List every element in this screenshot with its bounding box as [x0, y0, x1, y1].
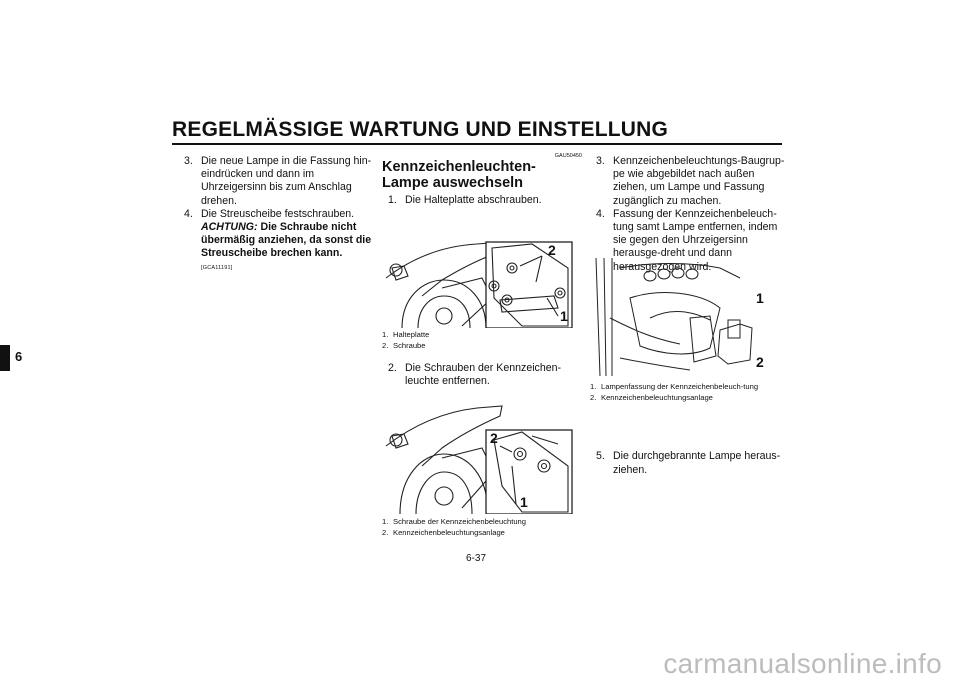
warning-label: ACHTUNG:	[201, 221, 258, 234]
step-number: 1.	[388, 194, 397, 206]
caption-line: 2. Kennzeichenbeleuchtungsanlage	[382, 528, 592, 539]
license-lamp-illustration	[595, 258, 753, 376]
caption-number: 1.	[382, 330, 389, 339]
figure-1-captions: 1. Halteplatte 2. Schraube	[382, 330, 582, 351]
step-text: Die durchgebrannte Lampe heraus-ziehen.	[613, 450, 781, 476]
caption-number: 2.	[382, 527, 389, 537]
caption-number: 1.	[382, 517, 389, 526]
caption-line: 1. Schraube der Kennzeichenbeleuchtung	[382, 517, 592, 528]
step-number: 4.	[596, 207, 605, 220]
page-header-title: REGELMÄSSIGE WARTUNG UND EINSTELLUNG	[172, 118, 669, 141]
figure-callout-1: 1	[520, 494, 528, 510]
figure-halteplatte: 2 1	[382, 238, 574, 328]
step-number: 4.	[184, 207, 193, 220]
figure-callout-2: 2	[490, 430, 498, 446]
step-number: 3.	[596, 155, 605, 167]
caption-line: 2. Kennzeichenbeleuchtungsanlage	[590, 393, 786, 404]
figure-callout-2: 2	[756, 354, 764, 370]
column-2: GAU50450 Kennzeichenleuchten-Lampe auswe…	[382, 153, 582, 207]
caption-text: Schraube	[393, 340, 426, 350]
step-4: 4. Fassung der Kennzeichenbeleuch-tung s…	[596, 208, 786, 274]
step-text: Die neue Lampe in die Fassung hin-eindrü…	[201, 155, 372, 207]
caption-text: Kennzeichenbeleuchtungsanlage	[601, 392, 713, 402]
watermark: carmanualsonline.info	[663, 648, 942, 679]
figure-callout-2: 2	[548, 242, 556, 258]
chapter-number: 6	[15, 349, 23, 364]
header-rule	[172, 143, 782, 145]
caption-number: 2.	[590, 392, 597, 402]
caption-line: 1. Halteplatte	[382, 330, 582, 341]
step-3: 3. Die neue Lampe in die Fassung hin-ein…	[184, 155, 372, 208]
step-number: 5.	[596, 450, 605, 463]
step-number: 3.	[184, 155, 193, 167]
figure-schrauben: 2 1	[382, 396, 574, 514]
caption-number: 1.	[590, 382, 597, 391]
step-text: Die Schrauben der Kennzeichen-leuchte en…	[405, 362, 562, 388]
step-text: Kennzeichenbeleuchtungs-Baugrup-pe wie a…	[613, 155, 785, 207]
caption-text: Kennzeichenbeleuchtungsanlage	[393, 527, 505, 537]
figure-2-captions: 1. Schraube der Kennzeichenbeleuchtung 2.…	[382, 517, 592, 538]
caption-line: 2. Schraube	[382, 341, 582, 352]
figure-3-captions: 1. Lampenfassung der Kennzeichenbeleuch-t…	[590, 382, 786, 403]
chapter-tab	[0, 345, 10, 371]
step-text: Fassung der Kennzeichenbeleuch-tung samt…	[613, 207, 778, 273]
figure-callout-1: 1	[756, 290, 764, 306]
section-title: Kennzeichenleuchten-Lampe auswechseln	[382, 159, 536, 191]
caption-number: 2.	[382, 340, 389, 350]
step-2: 2. Die Schrauben der Kennzeichen-leuchte…	[388, 362, 593, 388]
figure-lampenfassung: 1 2	[590, 258, 786, 376]
step-3: 3. Kennzeichenbeleuchtungs-Baugrup-pe wi…	[596, 155, 786, 208]
caption-text: Halteplatte	[393, 330, 430, 339]
page-number: 6-37	[466, 553, 487, 564]
column-1: 3. Die neue Lampe in die Fassung hin-ein…	[184, 155, 372, 275]
caption-text: Lampenfassung der Kennzeichenbeleuch-tun…	[601, 382, 759, 391]
step-text: Die Halteplatte abschrauben.	[405, 194, 542, 206]
motorcycle-rear-illustration	[385, 241, 573, 328]
section-code: GAU50450	[554, 153, 582, 159]
caption-text: Schraube der Kennzeichenbeleuchtung	[393, 517, 526, 526]
warning-text: Die Schraube nicht übermäßig anziehen, d…	[201, 221, 372, 260]
figure-callout-1: 1	[560, 308, 568, 324]
step-number: 2.	[388, 362, 397, 374]
step-5: 5. Die durchgebrannte Lampe heraus-ziehe…	[596, 450, 803, 476]
step-4: 4. Die Streuscheibe festschrauben. ACHTU…	[184, 208, 372, 275]
caption-line: 1. Lampenfassung der Kennzeichenbeleuch-t…	[590, 382, 786, 393]
warning-code: [GCA11191]	[201, 264, 233, 271]
motorcycle-rear-illustration	[385, 405, 573, 514]
column-3: 3. Kennzeichenbeleuchtungs-Baugrup-pe wi…	[596, 155, 786, 274]
step-1: 1. Die Halteplatte abschrauben.	[388, 194, 582, 207]
step-text: Die Streuscheibe festschrauben.	[201, 207, 355, 220]
